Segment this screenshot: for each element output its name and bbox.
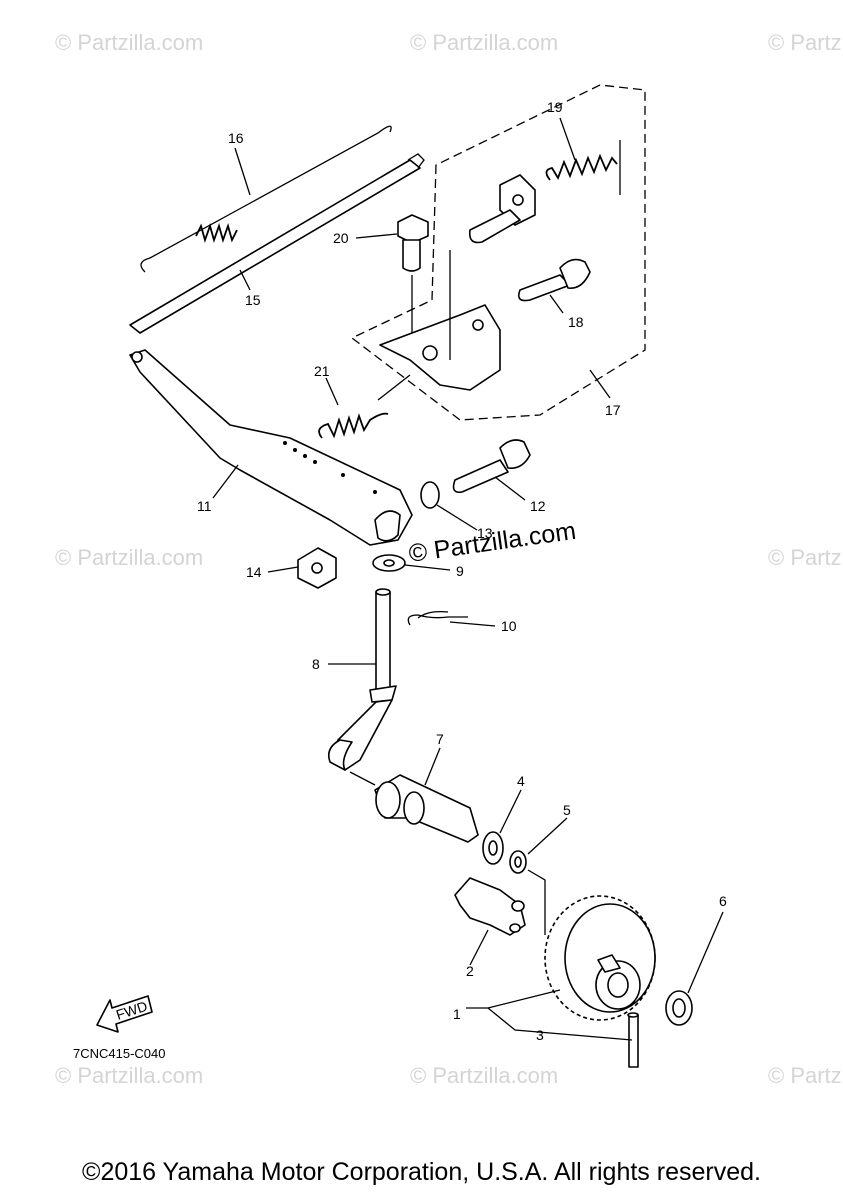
callout-21: 21 — [314, 363, 330, 379]
bolt-20 — [397, 214, 429, 340]
watermark-bottom-center: © Partzilla.com — [410, 1063, 558, 1088]
watermark-bottom-right: © Partzilla.com — [768, 1063, 843, 1088]
callout-12: 12 — [530, 498, 546, 514]
callout-5: 5 — [563, 802, 571, 818]
spring-21-leader — [377, 374, 411, 401]
bracket-assembly-outline — [350, 84, 646, 421]
watermark-top-center: © Partzilla.com — [410, 30, 558, 55]
callout-17: 17 — [605, 402, 621, 418]
callout-9: 9 — [456, 563, 464, 579]
watermark-top-left: © Partzilla.com — [55, 30, 203, 55]
shaft-8 — [327, 588, 397, 771]
shaft-7 — [349, 771, 479, 843]
lever-arm-11 — [129, 349, 413, 546]
callout-10: 10 — [501, 618, 517, 634]
callout-2: 2 — [466, 963, 474, 979]
watermark-top-right: © Partzilla.com — [768, 30, 843, 55]
spring-21 — [318, 412, 389, 439]
copyright-notice: ©2016 Yamaha Motor Corporation, U.S.A. A… — [82, 1158, 761, 1186]
callout-3: 3 — [536, 1027, 544, 1043]
callout-19: 19 — [547, 99, 563, 115]
gear-1 — [544, 895, 656, 1021]
callout-11: 11 — [197, 498, 212, 514]
pin-3 — [627, 1012, 639, 1068]
fwd-arrow-icon: FWD — [96, 995, 153, 1033]
bolt-18 — [517, 258, 591, 302]
callout-20: 20 — [333, 230, 349, 246]
callout-8: 8 — [312, 656, 320, 672]
callout-7: 7 — [436, 731, 444, 747]
rod-15 — [129, 153, 425, 334]
watermark-bottom-left: © Partzilla.com — [55, 1063, 203, 1088]
nut-bracket-plate — [468, 174, 536, 244]
exploded-parts-diagram: © Partzilla.com © Partzilla.com © Partzi… — [55, 30, 843, 1088]
clip-10 — [407, 610, 468, 626]
bushing-5-guide — [527, 869, 546, 935]
bolt-12 — [452, 439, 531, 494]
callout-18: 18 — [568, 314, 584, 330]
spring-rod-16 — [140, 125, 392, 273]
callout-4: 4 — [517, 773, 525, 789]
washer-13 — [420, 481, 440, 509]
watermark-mid-left: © Partzilla.com — [55, 545, 203, 570]
spring-19 — [545, 153, 618, 181]
watermark-mid-right: © Partzilla.com — [768, 545, 843, 570]
leader-lines — [212, 117, 724, 1041]
callout-13: 13 — [477, 525, 493, 541]
callout-1: 1 — [453, 1006, 461, 1022]
callout-16: 16 — [228, 130, 244, 146]
bracket-17 — [379, 250, 501, 391]
diagram-code: 7CNC415-C040 — [73, 1046, 166, 1061]
callout-6: 6 — [719, 893, 727, 909]
callout-14: 14 — [246, 564, 262, 580]
callout-15: 15 — [245, 292, 261, 308]
